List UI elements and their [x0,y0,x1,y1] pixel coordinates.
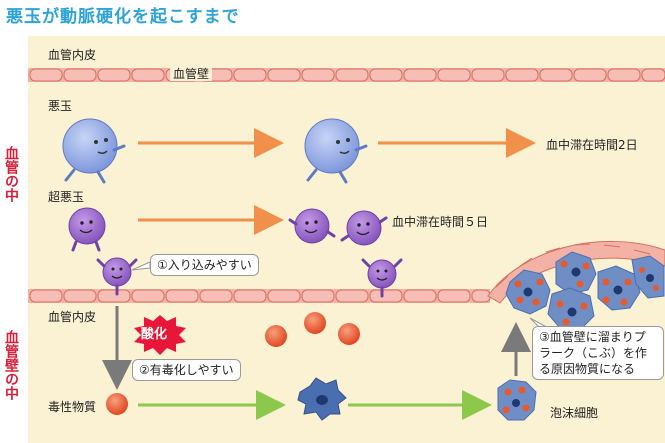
note-step3: ③血管壁に溜まりプラーク（こぶ）を作る原因物質になる [532,326,664,380]
label-endothelium-top: 血管内皮 [48,48,97,62]
wall-cell [301,289,335,303]
wall-cell [233,68,267,82]
wall-cell [335,289,369,303]
plaque-foam-cells [505,251,665,331]
side-label-blood-vessel-text: 血管の中 [3,146,19,202]
side-label-vessel-wall: 血管壁の中 [0,330,22,404]
wall-cell [29,68,63,82]
super-bad-ball-2 [288,208,336,244]
toxic-ball-1 [265,325,287,347]
label-super-bad: 超悪玉 [48,190,85,204]
side-label-blood-vessel: 血管の中 [0,146,22,206]
label-endothelium-bottom: 血管内皮 [48,310,97,324]
macrophage-cell [297,377,347,421]
wall-cell [403,289,437,303]
wall-cell [369,289,403,303]
wall-cell [165,289,199,303]
label-retention-2days: 血中滞在時間2日 [546,138,638,152]
wall-cell [437,289,471,303]
wall-cell [97,68,131,82]
wall-cell [131,289,165,303]
vessel-wall-bottom [28,289,491,303]
wall-cell [63,68,97,82]
super-bad-ball-3 [340,210,388,246]
bad-cholesterol-ball-2 [304,118,368,184]
label-bad-cholesterol: 悪玉 [48,99,73,113]
wall-cell [471,68,505,82]
wall-cell [505,68,539,82]
wall-cell [539,68,573,82]
wall-cell [233,289,267,303]
oxidation-burst [134,315,186,355]
wall-cell [607,68,641,82]
toxic-ball-main [106,393,128,415]
vessel-wall-top [28,68,665,82]
super-bad-entering-1 [96,257,138,296]
wall-cell [97,289,131,303]
toxic-ball-2 [304,312,326,334]
wall-cell [403,68,437,82]
wall-cell [63,289,97,303]
toxic-ball-3 [338,323,360,345]
label-oxidation: 酸化 [141,327,168,342]
wall-cell [131,68,165,82]
label-toxic-substance: 毒性物質 [48,400,97,414]
wall-cell [641,68,665,82]
label-vessel-wall: 血管壁 [170,67,213,81]
wall-cell [471,289,491,303]
foam-cell-bottom [497,379,537,421]
wall-cell [369,68,403,82]
super-bad-entering-2 [361,258,403,298]
wall-cell [29,289,63,303]
bad-cholesterol-ball-1 [62,118,126,184]
note-step1: ①入り込みやすい [150,254,259,276]
wall-cell [573,68,607,82]
wall-cell [437,68,471,82]
wall-cell [199,289,233,303]
super-bad-ball-1 [68,207,106,252]
wall-cell [267,68,301,82]
side-label-vessel-wall-text: 血管壁の中 [3,330,19,400]
note-step2: ②有毒化しやすい [132,359,241,381]
wall-cell [301,68,335,82]
label-foam-cell: 泡沫細胞 [550,406,599,420]
label-retention-5days: 血中滞在時間５日 [392,215,489,229]
diagram-title: 悪玉が動脈硬化を起こすまで [6,7,240,27]
wall-cell [267,289,301,303]
wall-cell [335,68,369,82]
